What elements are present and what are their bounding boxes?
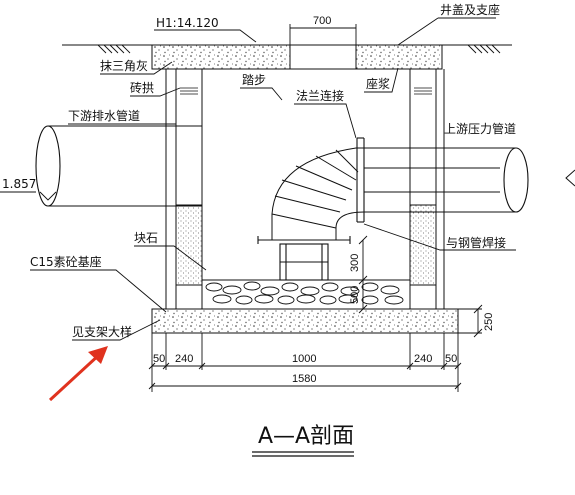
upstream-pipe-label: 上游压力管道 [444,121,516,136]
cover-and-seat-label: 井盖及支座 [440,2,500,17]
brick-arch-label: 砖拱 [130,80,154,95]
block-stone-bed [202,279,410,305]
elevation-left-label: 1.857 [2,177,36,191]
support-height-dim: 300 [349,254,361,272]
manhole-cover-slab [151,44,443,70]
right-wall-dim: 240 [414,353,432,365]
support-detail-label: 见支架大样 [72,324,132,339]
section-title: A—A剖面 [258,424,354,449]
left-wall [165,68,203,310]
mortar-seat-label: 座浆 [366,76,390,91]
c15-base-label: C15素砼基座 [30,254,102,269]
red-arrow [48,346,108,402]
steel-elbow [271,147,365,241]
left-edge-dim: 50 [153,353,165,365]
dimension-lines [148,24,483,392]
c15-concrete-base [151,308,459,334]
bed-thickness-dim: 500 [349,286,361,304]
total-width-dim: 1580 [292,373,316,385]
downstream-pipe-label: 下游排水管道 [68,108,140,123]
flange-connection-label: 法兰连接 [296,88,344,103]
block-stone-label: 块石 [134,231,158,245]
leader-lines [0,17,516,341]
steel-pipe-weld-label: 与钢管焊接 [446,235,506,250]
inner-width-dim: 1000 [292,353,316,365]
pipe-support [257,236,351,281]
opening-width-dim: 700 [313,15,331,27]
step-label: 踏步 [242,73,266,87]
edge-marker [565,169,575,187]
upstream-pressure-pipe [364,147,529,213]
brick-arch-marks [180,87,432,95]
flange [356,137,365,223]
downstream-pipe [35,125,202,207]
elevation-top-label: H1:14.120 [156,16,219,30]
right-edge-dim: 50 [445,353,457,365]
triangle-plaster-label: 抹三角灰 [100,59,148,73]
left-wall-dim: 240 [175,353,193,365]
base-thickness-dim: 250 [483,313,495,331]
right-wall [409,68,445,310]
